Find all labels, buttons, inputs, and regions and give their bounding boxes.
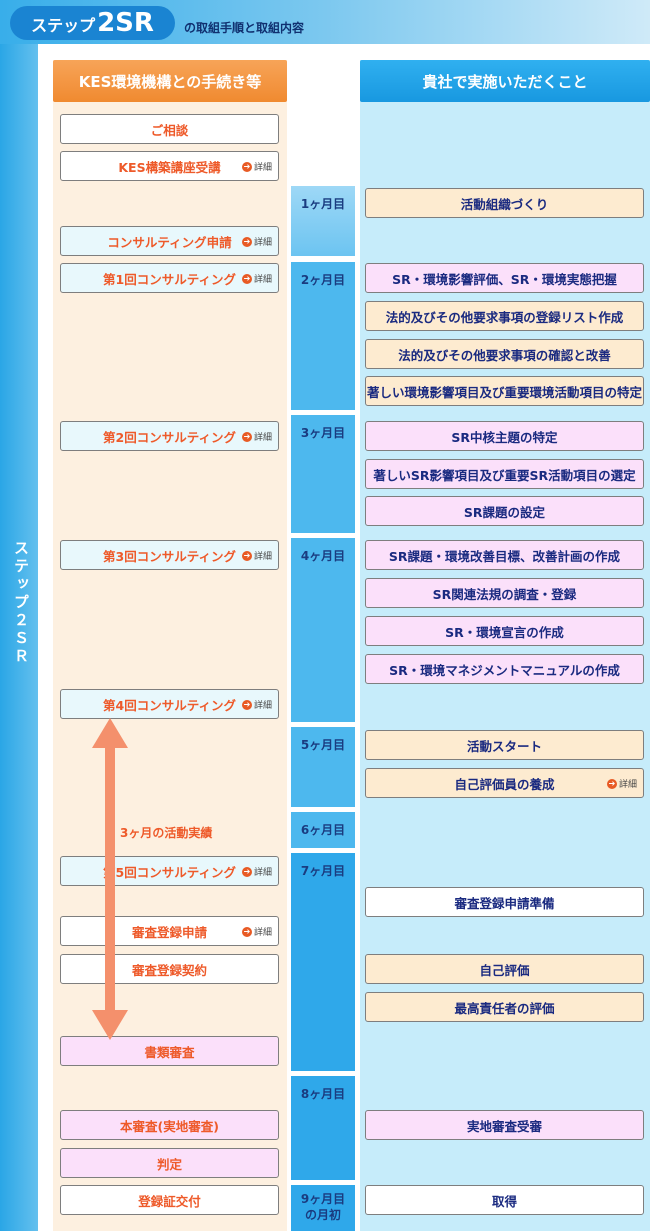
detail-link[interactable]: ➔詳細	[241, 431, 272, 443]
left-item-consulting-2-label: 第2回コンサルティング	[103, 429, 236, 445]
right-item-onsite-audit: 実地審査受審	[365, 1110, 644, 1140]
month-9: 9ヶ月目 の月初	[291, 1185, 355, 1231]
left-item-consulting-3-label: 第3回コンサルティング	[103, 548, 236, 564]
arrow-right-icon: ➔	[241, 699, 252, 710]
activity-period-label: 3ヶ月の活動実績	[118, 822, 215, 843]
arrow-right-icon: ➔	[241, 431, 252, 442]
arrow-right-icon: ➔	[241, 866, 252, 877]
arrow-right-icon: ➔	[241, 236, 252, 247]
month-7: 7ヶ月目	[291, 853, 355, 1071]
arrow-right-icon: ➔	[606, 778, 617, 789]
month-9-label: 9ヶ月目	[300, 1192, 346, 1206]
right-item-organization: 活動組織づくり	[365, 188, 644, 218]
step-side-bar	[0, 44, 38, 1231]
month-3: 3ヶ月目	[291, 415, 355, 533]
left-item-consulting-4-label: 第4回コンサルティング	[103, 697, 236, 713]
detail-link[interactable]: ➔詳細	[241, 926, 272, 938]
right-item-legal-check: 法的及びその他要求事項の確認と改善	[365, 339, 644, 369]
right-item-top-evaluation: 最高責任者の評価	[365, 992, 644, 1022]
left-item-judgement: 判定	[60, 1148, 279, 1178]
left-item-main-audit: 本審査(実地審査)	[60, 1110, 279, 1140]
detail-link[interactable]: ➔詳細	[606, 778, 637, 790]
left-item-consultation: ご相談	[60, 114, 279, 144]
left-item-audit-application[interactable]: 審査登録申請 ➔詳細	[60, 916, 279, 946]
right-item-self-evaluator[interactable]: 自己評価員の養成 ➔詳細	[365, 768, 644, 798]
left-item-consulting-5-label: 第5回コンサルティング	[103, 864, 236, 880]
month-1: 1ヶ月目	[291, 186, 355, 256]
detail-link[interactable]: ➔詳細	[241, 161, 272, 173]
left-item-consulting-1-label: 第1回コンサルティング	[103, 271, 236, 287]
step-side-label: ステップ２ＳＲ	[12, 540, 30, 666]
left-item-consulting-1[interactable]: 第1回コンサルティング ➔詳細	[60, 263, 279, 293]
right-item-self-evaluation: 自己評価	[365, 954, 644, 984]
arrow-right-icon: ➔	[241, 161, 252, 172]
right-item-declaration: SR・環境宣言の作成	[365, 616, 644, 646]
right-item-sr-select: 著しいSR影響項目及び重要SR活動項目の選定	[365, 459, 644, 489]
month-6: 6ヶ月目	[291, 812, 355, 848]
right-item-impact-assessment: SR・環境影響評価、SR・環境実態把握	[365, 263, 644, 293]
right-item-improvement-plan: SR課題・環境改善目標、改善計画の作成	[365, 540, 644, 570]
detail-link[interactable]: ➔詳細	[241, 866, 272, 878]
detail-link[interactable]: ➔詳細	[241, 550, 272, 562]
detail-link[interactable]: ➔詳細	[241, 236, 272, 248]
month-2: 2ヶ月目	[291, 262, 355, 410]
left-item-audit-application-label: 審査登録申請	[131, 924, 207, 940]
arrow-down-icon	[92, 1010, 128, 1040]
month-5: 5ヶ月目	[291, 727, 355, 807]
left-item-consulting-4[interactable]: 第4回コンサルティング ➔詳細	[60, 689, 279, 719]
left-item-consulting-application-label: コンサルティング申請	[107, 234, 232, 250]
activity-arrow-shaft	[105, 740, 115, 1028]
left-item-consulting-3[interactable]: 第3回コンサルティング ➔詳細	[60, 540, 279, 570]
step-prefix: ステップ	[31, 16, 96, 35]
right-item-self-evaluator-label: 自己評価員の養成	[454, 776, 555, 792]
month-9-suffix: の月初	[304, 1208, 341, 1222]
month-4: 4ヶ月目	[291, 538, 355, 722]
left-item-document-review: 書類審査	[60, 1036, 279, 1066]
right-item-acquire: 取得	[365, 1185, 644, 1215]
right-item-activity-start: 活動スタート	[365, 730, 644, 760]
right-item-sr-issues: SR課題の設定	[365, 496, 644, 526]
arrow-right-icon: ➔	[241, 926, 252, 937]
left-item-kes-course[interactable]: KES構築講座受講 ➔詳細	[60, 151, 279, 181]
step-title-pill: ステップ 2SR	[10, 6, 175, 40]
right-item-env-specify: 著しい環境影響項目及び重要環境活動項目の特定	[365, 376, 644, 406]
left-item-consulting-2[interactable]: 第2回コンサルティング ➔詳細	[60, 421, 279, 451]
right-item-sr-laws: SR関連法規の調査・登録	[365, 578, 644, 608]
left-item-consulting-application[interactable]: コンサルティング申請 ➔詳細	[60, 226, 279, 256]
right-item-legal-list: 法的及びその他要求事項の登録リスト作成	[365, 301, 644, 331]
kes-column-header: KES環境機構との手続き等	[53, 60, 287, 102]
right-item-application-prep: 審査登録申請準備	[365, 887, 644, 917]
company-column-header: 貴社で実施いただくこと	[360, 60, 650, 102]
detail-link[interactable]: ➔詳細	[241, 699, 272, 711]
step-name: 2SR	[97, 8, 154, 38]
right-item-core-subjects: SR中核主題の特定	[365, 421, 644, 451]
left-item-audit-contract: 審査登録契約	[60, 954, 279, 984]
left-item-certificate: 登録証交付	[60, 1185, 279, 1215]
arrow-right-icon: ➔	[241, 550, 252, 561]
left-item-consulting-5[interactable]: 第5回コンサルティング ➔詳細	[60, 856, 279, 886]
arrow-right-icon: ➔	[241, 273, 252, 284]
header-subtitle: の取組手順と取組内容	[184, 21, 305, 35]
left-item-kes-course-label: KES構築講座受講	[118, 159, 221, 175]
arrow-up-icon	[92, 718, 128, 748]
month-8: 8ヶ月目	[291, 1076, 355, 1180]
detail-link[interactable]: ➔詳細	[241, 273, 272, 285]
right-item-manual: SR・環境マネジメントマニュアルの作成	[365, 654, 644, 684]
